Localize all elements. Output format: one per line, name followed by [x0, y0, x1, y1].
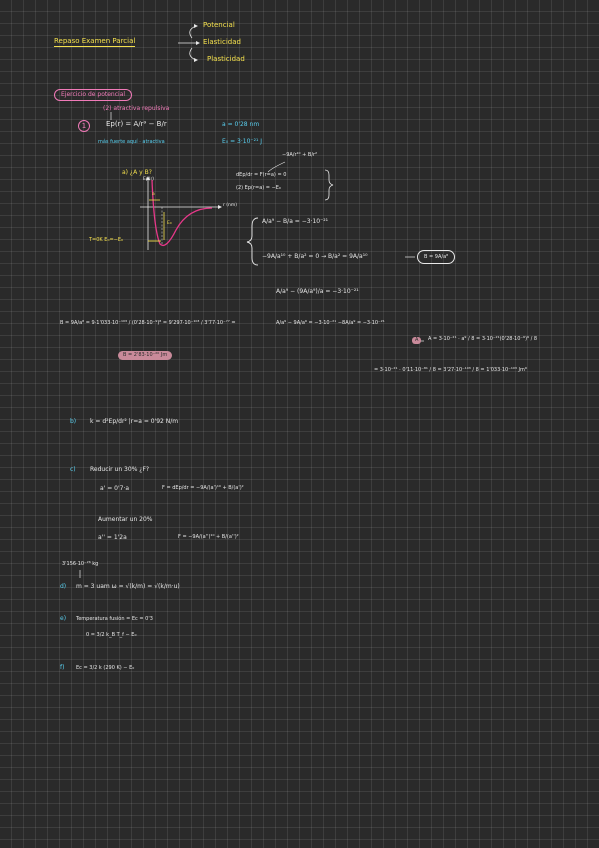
part-e-title: Temperatura fusión = Ec = 0'3: [76, 616, 153, 622]
part-a-question: a) ¿A y B?: [122, 169, 152, 176]
part-c-label: c): [70, 466, 76, 473]
substitution-eq: A/a⁹ − (9A/a⁹)/a = −3·10⁻²¹: [276, 288, 359, 295]
part-d-label: d): [60, 583, 67, 590]
exercise-number: 1: [78, 120, 90, 132]
potential-labels-bottom: más fuerte aquí · atractiva: [98, 139, 165, 145]
branch-plasticidad: Plasticidad: [207, 55, 245, 63]
a-result-line: = 3·10⁻²¹ · 0'11·10⁻⁸¹ / 8 = 3'27·10⁻¹⁰³…: [374, 367, 527, 373]
graph-axis-y: Ep(r): [143, 177, 155, 182]
potential-graph: [140, 176, 222, 250]
a-formula: A = 3·10⁻²¹ · a⁹ / 8 = 3·10⁻²¹(0'28·10⁻⁹…: [428, 336, 538, 342]
condition-2: (2) Ep(r=a) = −E₀: [236, 185, 281, 191]
section-title: Ejercicio de potencial: [54, 89, 133, 101]
graph-label-a: a: [152, 192, 155, 197]
part-f-equation: Ec = 3/2 k (290 K) − E₀: [76, 665, 135, 671]
part-c-a-dprime: a'' = 1'2a: [98, 534, 127, 541]
part-c-increase: Aumentar un 20%: [98, 516, 153, 523]
part-c-f-dprime: F = −9A/(a'')¹⁰ + B/(a'')²: [178, 534, 239, 540]
part-b-equation: k = d²Ep/dr² |r=a = 0'92 N/m: [90, 418, 179, 425]
part-f-label: f): [60, 664, 65, 671]
b-result-highlight: B = 2'83·10⁻²⁰ Jm: [118, 351, 173, 360]
a-highlight: A: [412, 337, 422, 344]
b-computation: B = 9A/a⁸ = 9·1'033·10⁻¹⁰³ / (0'28·10⁻⁹)…: [60, 320, 236, 326]
system-eq-1: A/a⁹ − B/a = −3·10⁻²¹: [262, 218, 329, 225]
graph-label-left: T=0K E₀=−E₀: [89, 237, 123, 243]
part-d-equation: m = 3 uam ω = √(k/m) = √(k/m·u): [76, 583, 180, 590]
graph-axis-x: r (nm): [223, 203, 238, 208]
given-a: a = 0'28 nm: [222, 121, 260, 128]
part-c-reduce: Reducir un 30% ¿F?: [90, 466, 150, 473]
given-e0: E₀ = 3·10⁻²¹ J: [222, 138, 263, 145]
potential-equation: Ep(r) = A/r⁹ − B/r: [106, 120, 167, 128]
part-c-a-prime: a' = 0'7·a: [100, 485, 130, 492]
derivative-hint: −9A/r¹⁰ + B/r²: [282, 152, 318, 158]
potential-labels-top: (2) atractiva repulsiva: [103, 105, 170, 112]
page-title: Repaso Examen Parcial: [54, 37, 136, 47]
b-relation-bubble: B = 9A/a⁸: [417, 250, 456, 264]
system-eq-2: −9A/a¹⁰ + B/a² = 0 → B/a² = 9A/a¹⁰: [262, 253, 368, 260]
branch-potencial: Potencial: [203, 21, 235, 29]
graph-label-e0: E₀: [167, 221, 172, 226]
part-b-label: b): [70, 418, 77, 425]
part-c-f-prime: F = dEp/dr = −9A/(a')¹⁰ + B/(a')²: [162, 485, 244, 491]
condition-1: dEp/dr = F(r=a) = 0: [236, 172, 287, 178]
part-d-mass-note: 3'156·10⁻²⁶ kg: [62, 561, 99, 567]
branch-elasticidad: Elasticidad: [203, 38, 241, 46]
part-e-label: e): [60, 615, 67, 622]
a-solve-eq: A/a⁹ − 9A/a⁹ = −3·10⁻²¹ −8A/a⁹ = −3·10⁻²…: [276, 320, 385, 326]
part-e-equation: 0 = 3/2 k_B T_f − E₀: [86, 632, 137, 638]
